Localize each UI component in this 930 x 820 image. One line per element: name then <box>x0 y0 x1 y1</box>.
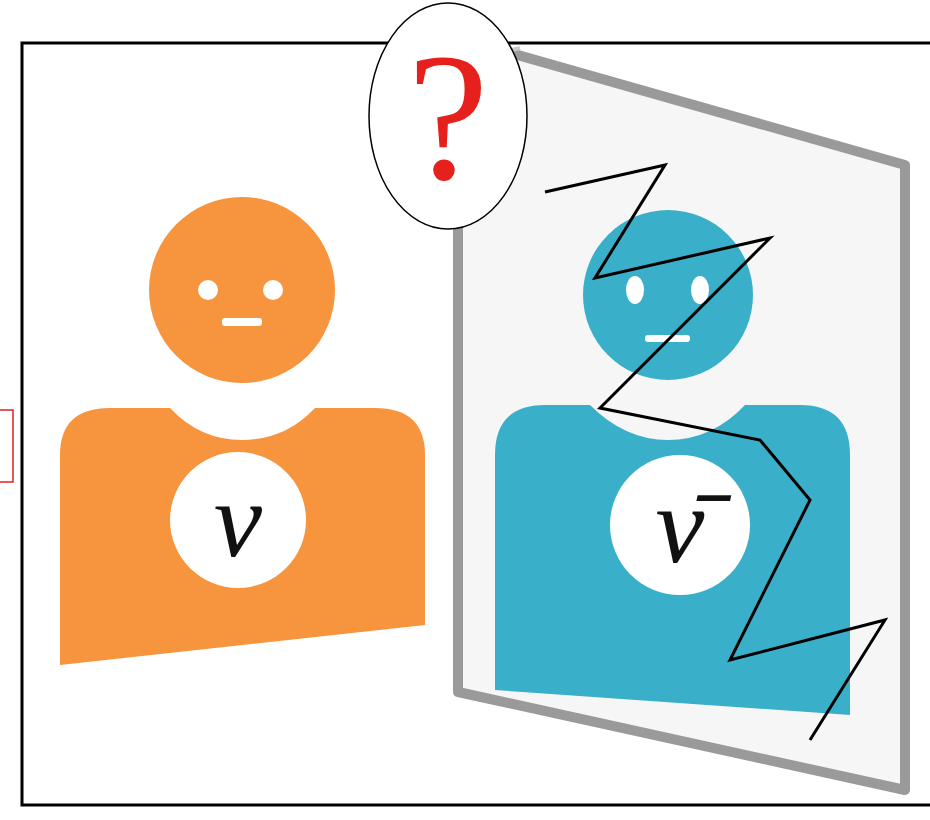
question-oval: ? <box>368 2 528 230</box>
node-text: ν̄ <box>656 470 705 580</box>
orange-person <box>60 197 425 665</box>
mirror <box>458 38 905 790</box>
neutrino-circle: ν <box>170 452 306 588</box>
blue-person <box>495 210 850 715</box>
antineutrino-circle: ν̄ <box>610 455 750 595</box>
node-text: ? <box>408 25 489 207</box>
red-box <box>0 410 13 482</box>
node-text: ν <box>214 466 262 575</box>
mirror-crack <box>545 165 885 740</box>
